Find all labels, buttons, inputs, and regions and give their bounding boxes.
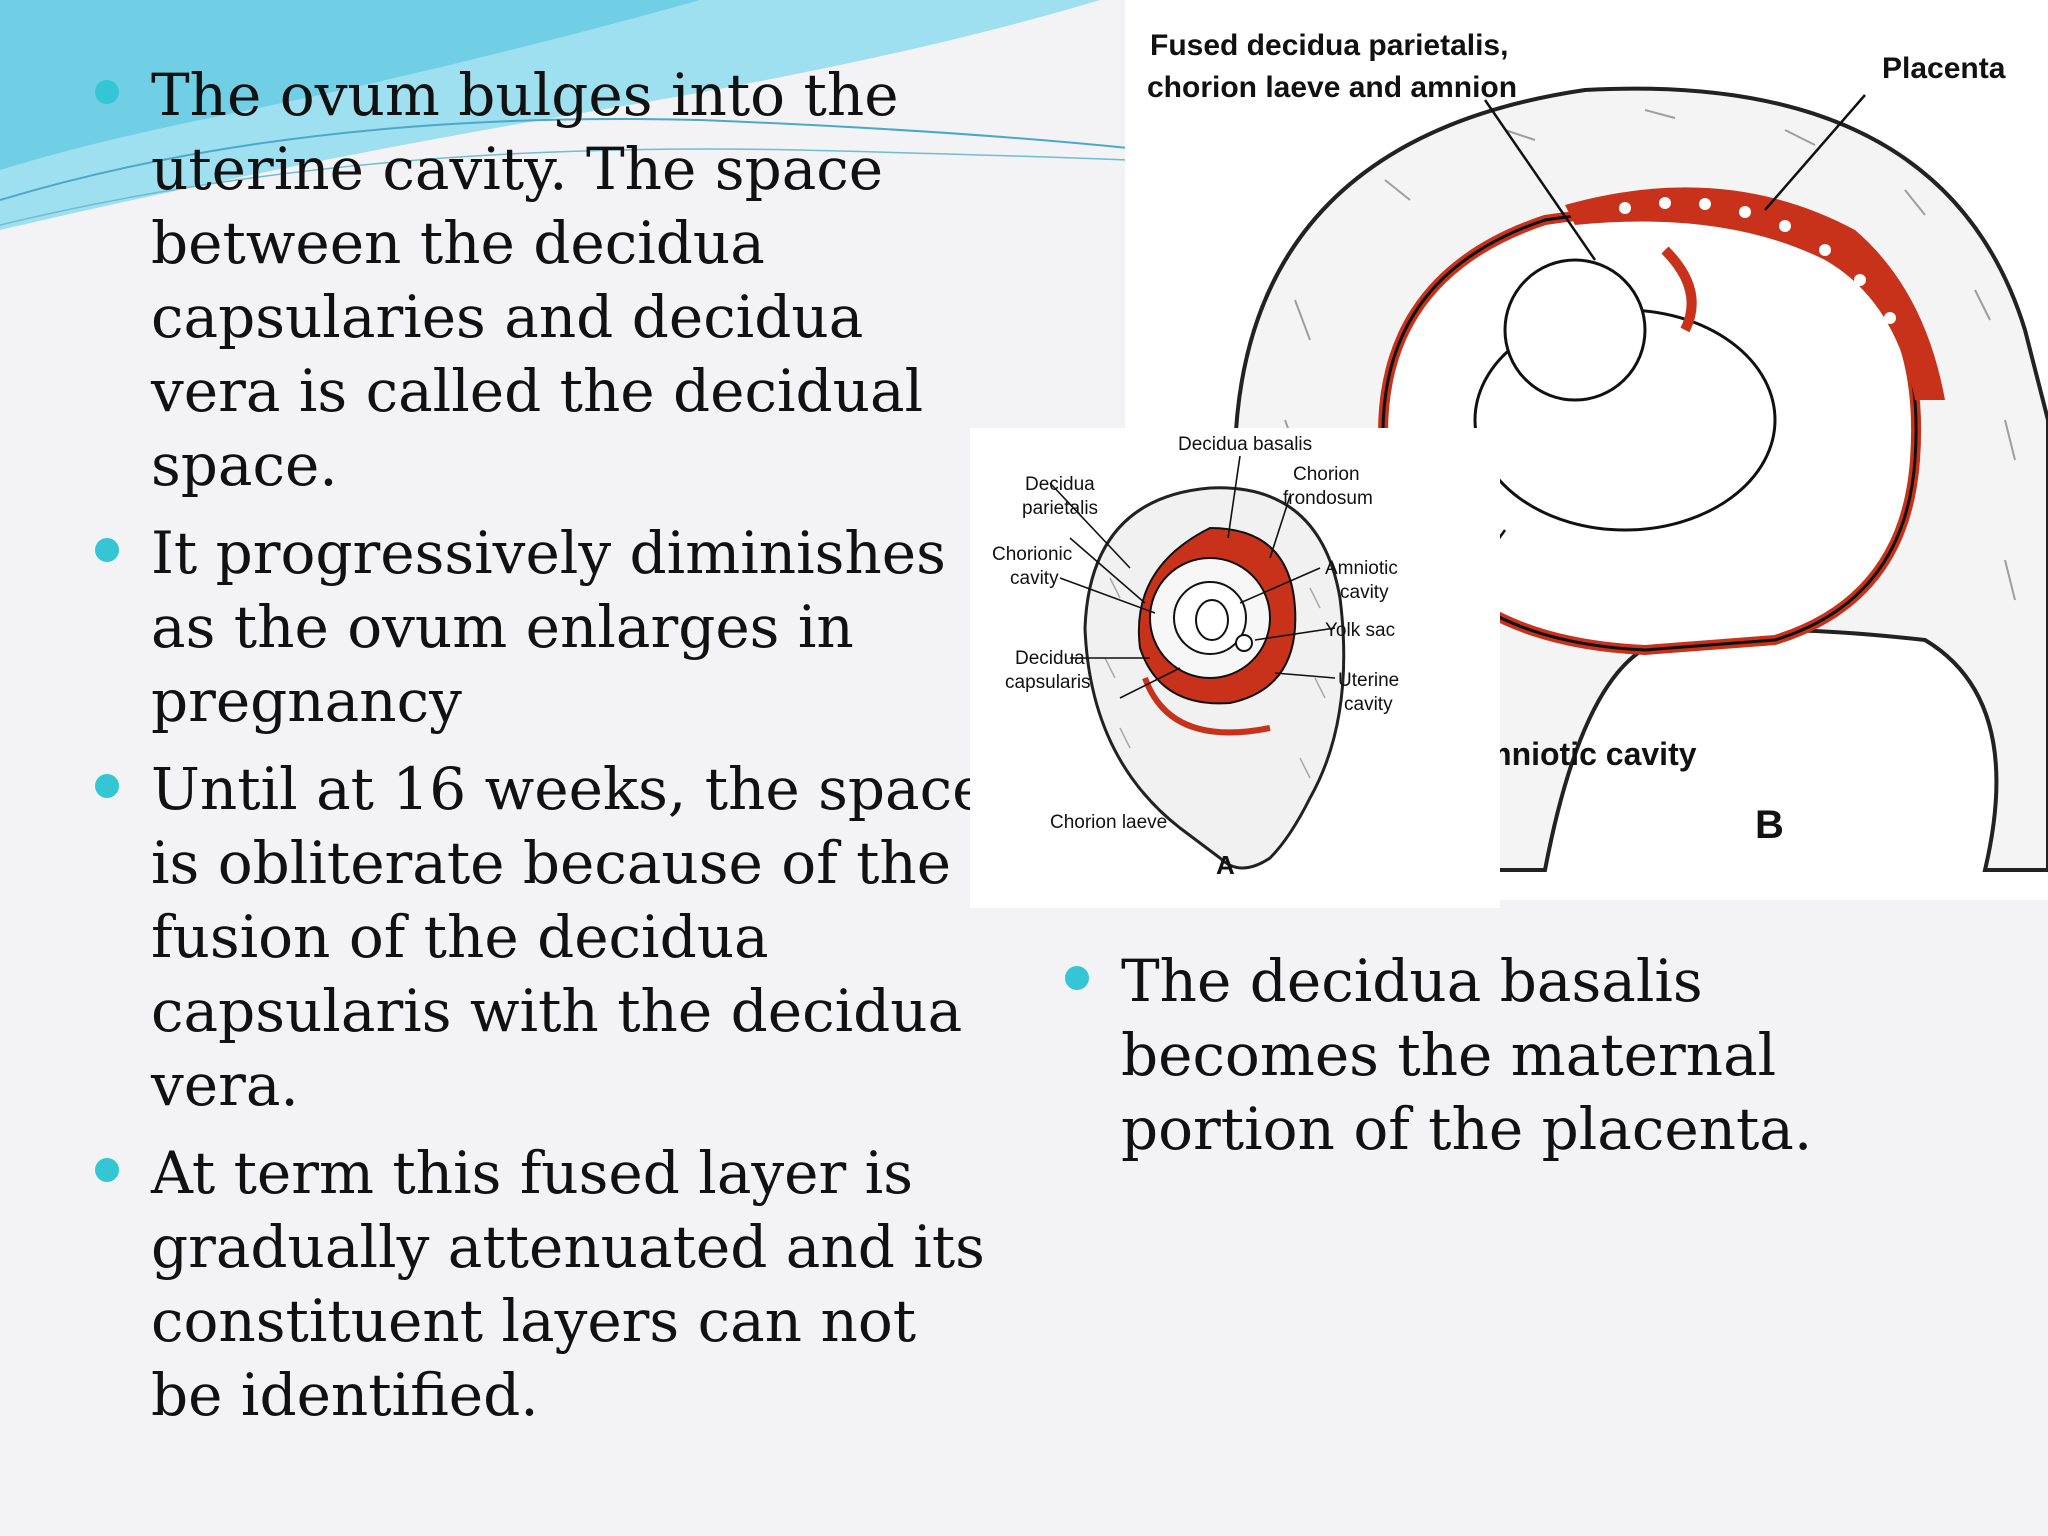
- bullet-item: At term this fused layer is gradually at…: [95, 1136, 995, 1432]
- bullet-item: The ovum bulges into the uterine cavity.…: [95, 58, 995, 502]
- bullet-item: Until at 16 weeks, the space is oblitera…: [95, 752, 995, 1122]
- label-decidua-parietalis: Decidua: [1025, 474, 1095, 495]
- bullet-dot: [95, 774, 119, 798]
- label-decidua-capsularis-2: capsularis: [1005, 672, 1091, 693]
- label-placenta: Placenta: [1882, 52, 2006, 85]
- figure-a-diagram: Decidua basalis Decidua parietalis Chori…: [970, 428, 1500, 908]
- label-decidua-basalis: Decidua basalis: [1178, 434, 1312, 455]
- label-decidua-capsularis: Decidua: [1015, 648, 1085, 669]
- label-fused-2: chorion laeve and amnion: [1147, 71, 1517, 104]
- label-chorion-frondosum-2: frondosum: [1283, 488, 1373, 509]
- label-amniotic-cavity-a: Amniotic: [1325, 558, 1398, 579]
- bullet-item: The decidua basalis becomes the maternal…: [1065, 944, 1965, 1166]
- bullet-item: It progressively diminishes as the ovum …: [95, 516, 995, 738]
- decorative-wave: [0, 0, 1129, 230]
- bullet-dot: [1065, 966, 1089, 990]
- bullet-list: The ovum bulges into the uterine cavity.…: [95, 58, 995, 1446]
- label-chorion-frondosum: Chorion: [1293, 464, 1360, 485]
- label-yolk-sac: Yolk sac: [1325, 620, 1395, 641]
- label-uterine-cavity-2: cavity: [1344, 694, 1393, 715]
- label-uterine-cavity: Uterine: [1338, 670, 1399, 691]
- figure-letter-a: A: [1216, 850, 1235, 880]
- bullet-dot: [95, 1158, 119, 1182]
- label-amniotic-cavity-a-2: cavity: [1340, 582, 1389, 603]
- label-decidua-parietalis-2: parietalis: [1022, 498, 1098, 519]
- label-chorionic-cavity: Chorionic: [992, 544, 1072, 565]
- label-chorion-laeve: Chorion laeve: [1050, 812, 1167, 833]
- label-fused: Fused decidua parietalis,: [1150, 29, 1508, 62]
- label-chorionic-cavity-2: cavity: [1010, 568, 1059, 589]
- bullet-dot: [95, 80, 119, 104]
- bullet-dot: [95, 538, 119, 562]
- figure-letter-b: B: [1755, 803, 1784, 847]
- right-bullet-list: The decidua basalis becomes the maternal…: [1065, 944, 1965, 1166]
